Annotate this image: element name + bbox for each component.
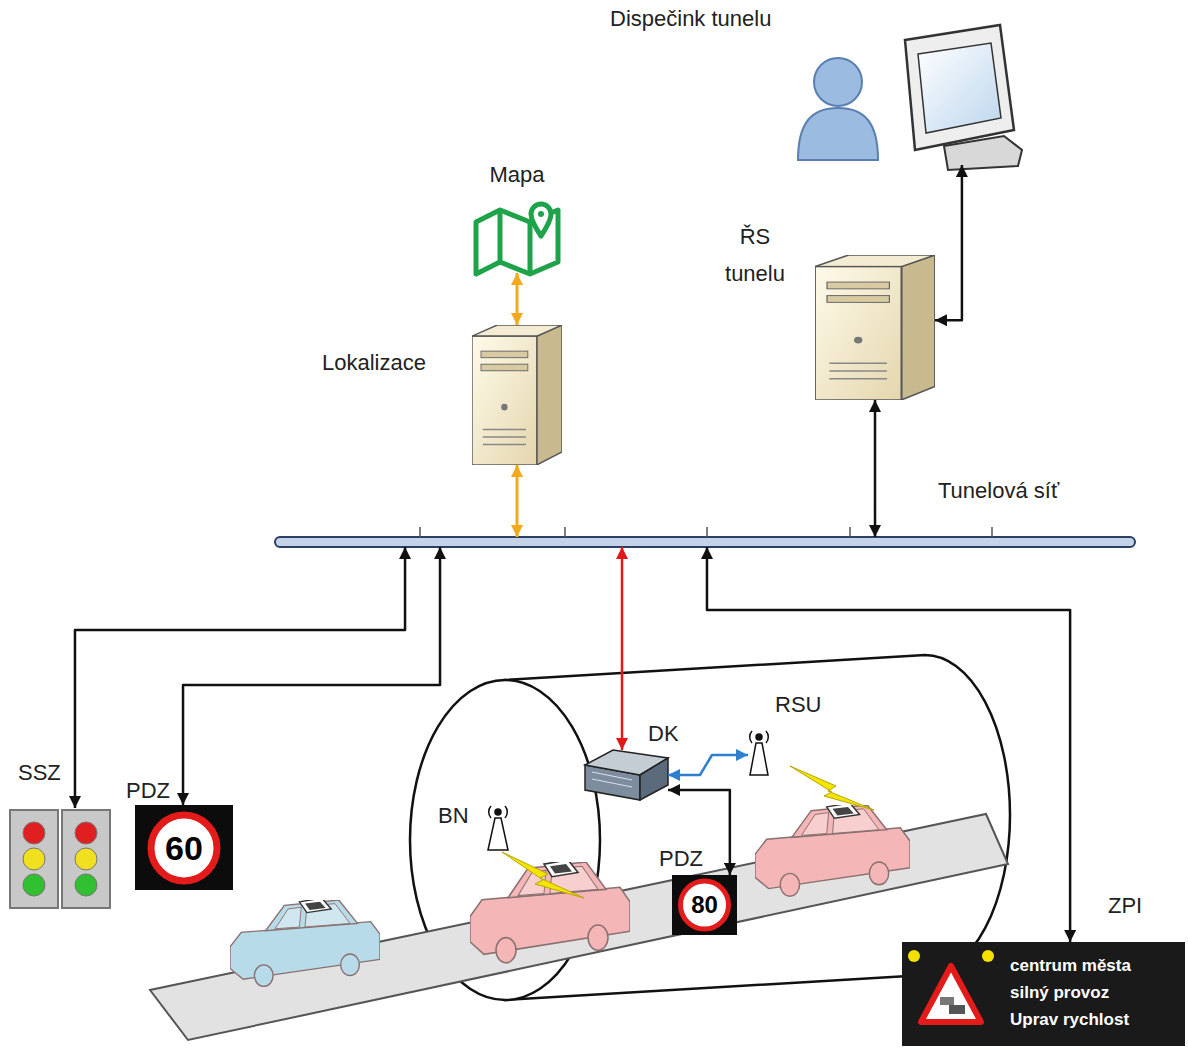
speed-value: 60: [135, 805, 233, 890]
dk-device: [585, 750, 668, 800]
car: [755, 803, 910, 896]
server-node: Lokalizace: [472, 325, 562, 465]
antenna-node: BN: [486, 800, 510, 850]
node-label: SSZ: [18, 760, 61, 786]
speed-sign-node: PDZ60: [135, 805, 233, 890]
node-label: ZPI: [1108, 893, 1142, 919]
dispatch-monitor: [905, 25, 1022, 170]
panel-message: centrum města silný provoz Uprav rychlos…: [1010, 952, 1162, 1033]
connector: [874, 400, 877, 537]
speed-sign: [672, 875, 737, 935]
node-label: Mapa: [467, 162, 567, 188]
bn-antenna: [488, 806, 508, 850]
traffic-lights: [10, 810, 110, 908]
radio-link: [790, 766, 874, 810]
node-label: RSU: [775, 692, 821, 718]
info-panel: [902, 942, 1185, 1046]
traffic-light-node: SSZ: [8, 808, 112, 910]
network-bus-node: Tunelová síť: [275, 537, 1135, 547]
network-bus: [275, 527, 1135, 547]
device-node: DK: [585, 750, 668, 800]
car: [470, 860, 630, 963]
connector: [75, 547, 405, 808]
map-icon: [476, 204, 558, 274]
antenna-node: RSU: [748, 725, 770, 775]
node-label: BN: [438, 803, 469, 829]
info-panel-node: ZPIcentrum města silný provoz Uprav rych…: [902, 942, 1185, 1046]
dispatch-node: Dispečink tunelu: [800, 25, 1020, 165]
node-label: PDZ: [659, 846, 703, 872]
map-node: Mapa: [472, 205, 562, 273]
node-label: PDZ: [126, 778, 170, 804]
connector: [935, 165, 962, 320]
control-server: [815, 255, 935, 400]
rsu-antenna: [750, 731, 769, 775]
connector: [183, 547, 440, 805]
connector: [707, 547, 1070, 942]
node-label: Tunelová síť: [938, 478, 1059, 504]
server-node: ŘS tunelu: [815, 255, 935, 400]
node-label: Dispečink tunelu: [610, 6, 771, 32]
node-label: DK: [648, 721, 679, 747]
localization-server: [472, 325, 562, 465]
speed-value: 80: [672, 875, 737, 935]
connector: [516, 465, 519, 537]
radio-link: [502, 852, 584, 898]
node-label: ŘS tunelu: [710, 218, 800, 292]
node-label: Lokalizace: [322, 350, 426, 376]
connector: [668, 755, 748, 775]
speed-sign-node: PDZ80: [672, 875, 737, 935]
dispatcher-person: [798, 58, 878, 160]
connector: [621, 547, 624, 750]
speed-sign: [135, 805, 233, 890]
car: [230, 898, 380, 986]
connector: [516, 273, 519, 325]
